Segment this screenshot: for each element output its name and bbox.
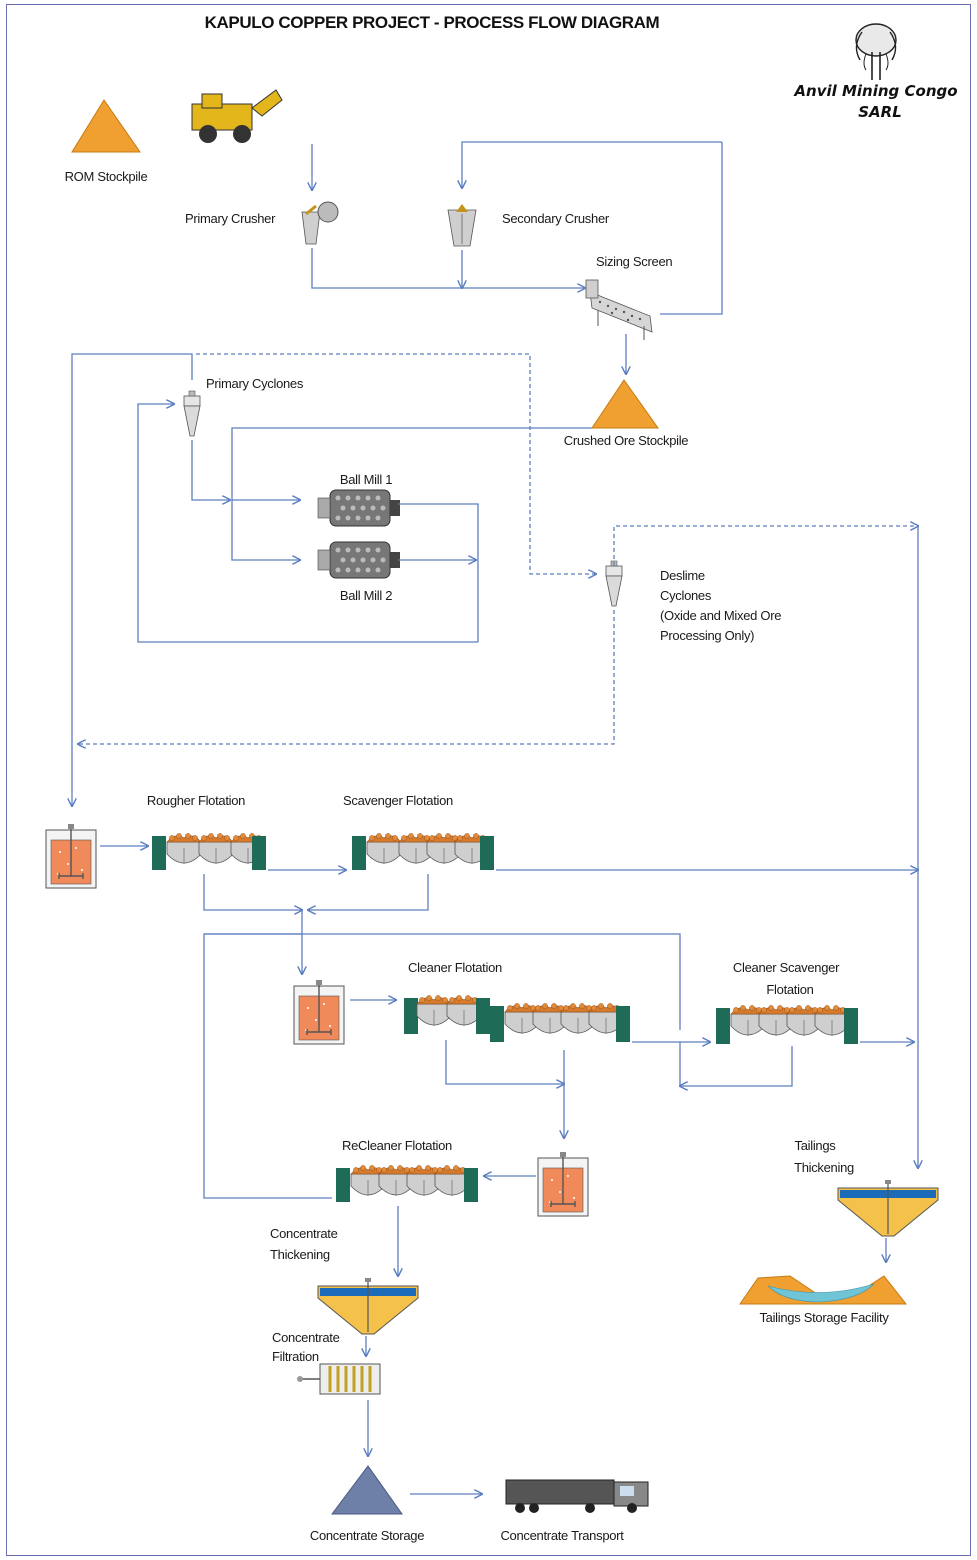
concentrate-transport-label: Concentrate Transport xyxy=(500,1528,624,1543)
deslime-label-2: Cyclones xyxy=(660,588,712,603)
deslime-label-4: Processing Only) xyxy=(660,628,754,643)
secondary-crusher-icon xyxy=(447,204,477,247)
crushed-ore-stockpile-label: Crushed Ore Stockpile xyxy=(564,433,689,448)
primary-crusher-icon xyxy=(301,201,339,245)
concentrate-filtration-label-1: Concentrate xyxy=(272,1330,340,1345)
diagram-title: KAPULO COPPER PROJECT - PROCESS FLOW DIA… xyxy=(205,13,660,32)
recleaner-flotation-cells xyxy=(336,1165,478,1202)
company-suffix: SARL xyxy=(858,103,902,121)
tailings-storage-facility-label: Tailings Storage Facility xyxy=(759,1310,889,1325)
sizing-screen-label: Sizing Screen xyxy=(596,254,672,269)
concentrate-filtration-label-2: Filtration xyxy=(272,1349,319,1364)
deslime-cyclone-icon xyxy=(605,560,623,607)
primary-cyclone-icon xyxy=(183,390,201,437)
diagram-frame xyxy=(6,4,971,1556)
scavenger-flotation-cells xyxy=(352,833,494,870)
scavenger-flotation-label: Scavenger Flotation xyxy=(343,793,453,808)
sizing-screen-icon xyxy=(585,279,653,340)
ball-mill-1-icon xyxy=(317,489,401,527)
tailings-thickener-icon xyxy=(837,1179,939,1237)
deslime-label-3: (Oxide and Mixed Ore xyxy=(660,608,781,623)
recleaner-conditioning-tank-icon xyxy=(537,1151,589,1217)
tailings-thickening-label-2: Thickening xyxy=(794,1160,854,1175)
cleaner-flotation-label: Cleaner Flotation xyxy=(408,960,502,975)
truck-icon xyxy=(505,1479,649,1513)
elephant-icon xyxy=(855,23,897,80)
concentrate-thickener-icon xyxy=(317,1277,419,1335)
recleaner-flotation-label: ReCleaner Flotation xyxy=(342,1138,452,1153)
tailings-storage-facility-icon xyxy=(739,1275,908,1305)
company-name: Anvil Mining Congo xyxy=(793,82,957,100)
flow-lines xyxy=(72,141,918,1494)
crushed-ore-stockpile-icon xyxy=(591,379,659,429)
rougher-flotation-cells xyxy=(152,833,266,870)
secondary-crusher-label: Secondary Crusher xyxy=(502,211,610,226)
rougher-conditioning-tank-icon xyxy=(45,823,97,889)
cleaner-conditioning-tank-icon xyxy=(293,979,345,1045)
primary-crusher-label: Primary Crusher xyxy=(185,211,276,226)
rougher-flotation-label: Rougher Flotation xyxy=(147,793,245,808)
rom-stockpile-label: ROM Stockpile xyxy=(65,169,148,184)
ball-mill-2-icon xyxy=(317,541,401,579)
primary-cyclones-label: Primary Cyclones xyxy=(206,376,304,391)
cleaner-scavenger-label-1: Cleaner Scavenger xyxy=(733,960,840,975)
concentrate-storage-icon xyxy=(331,1465,403,1515)
cleaner-scavenger-flotation-cells xyxy=(716,1005,858,1044)
deslime-label-1: Deslime xyxy=(660,568,705,583)
filter-press-icon xyxy=(297,1363,381,1395)
ball-mill-2-label: Ball Mill 2 xyxy=(340,588,392,603)
rom-stockpile-icon xyxy=(71,99,141,153)
cleaner-flotation-cells-a xyxy=(404,995,490,1034)
tailings-thickening-label-1: Tailings xyxy=(795,1138,837,1153)
cleaner-flotation-cells-b xyxy=(490,1003,630,1042)
cleaner-scavenger-label-2: Flotation xyxy=(766,982,813,997)
ball-mill-1-label: Ball Mill 1 xyxy=(340,472,392,487)
concentrate-storage-label: Concentrate Storage xyxy=(310,1528,424,1543)
loader-icon xyxy=(191,89,283,143)
concentrate-thickening-label-2: Thickening xyxy=(270,1247,330,1262)
concentrate-thickening-label-1: Concentrate xyxy=(270,1226,338,1241)
